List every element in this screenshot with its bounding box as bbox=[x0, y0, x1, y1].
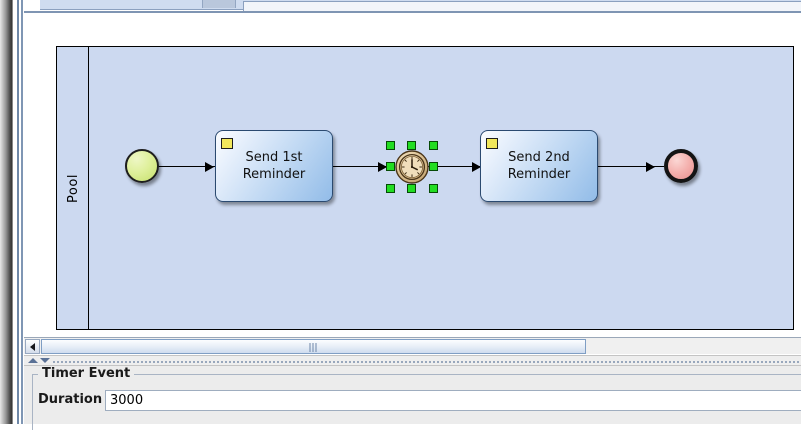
arrowhead-task1-to-timer bbox=[378, 162, 387, 172]
task-send-2nd-reminder[interactable]: Send 2nd Reminder bbox=[480, 130, 598, 202]
message-marker-icon bbox=[221, 138, 233, 149]
scrollbar-grip-icon bbox=[309, 343, 318, 352]
sequence-flow-task1-to-timer[interactable] bbox=[333, 166, 395, 167]
message-marker-icon bbox=[486, 138, 498, 149]
panel-splitter[interactable] bbox=[24, 355, 801, 366]
properties-panel: Timer Event Duration bbox=[24, 366, 801, 430]
canvas-horizontal-scrollbar[interactable] bbox=[24, 337, 801, 354]
selection-handle-se[interactable] bbox=[429, 184, 438, 193]
duration-input[interactable] bbox=[105, 390, 801, 411]
task-label: Send 2nd Reminder bbox=[507, 150, 571, 182]
window-left-border-inner bbox=[21, 0, 23, 424]
clock-icon[interactable] bbox=[395, 150, 429, 184]
arrowhead-timer-to-task2 bbox=[472, 162, 481, 172]
task-label: Send 1st Reminder bbox=[242, 150, 306, 182]
pool-header[interactable]: Pool bbox=[57, 47, 89, 329]
splitter-collapse-up-icon[interactable] bbox=[28, 358, 38, 363]
arrowhead-start-to-task1 bbox=[205, 162, 214, 172]
start-event[interactable] bbox=[125, 149, 159, 183]
end-event[interactable] bbox=[664, 149, 698, 183]
diagram-canvas-viewport[interactable]: Pool Send 1st Reminder bbox=[24, 13, 801, 336]
pool-label-wrapper: Pool bbox=[57, 47, 89, 329]
tab-band bbox=[40, 0, 801, 11]
selection-handle-nw[interactable] bbox=[386, 141, 395, 150]
task-send-1st-reminder[interactable]: Send 1st Reminder bbox=[215, 130, 333, 202]
selection-handle-sw[interactable] bbox=[386, 184, 395, 193]
splitter-grip-dots bbox=[52, 360, 799, 363]
selection-handle-n[interactable] bbox=[407, 141, 416, 150]
selection-handle-ne[interactable] bbox=[429, 141, 438, 150]
duration-label: Duration bbox=[38, 392, 103, 407]
sequence-flow-start-to-task1[interactable] bbox=[143, 166, 223, 167]
intermediate-timer-event-selected[interactable] bbox=[386, 141, 438, 193]
pool-label: Pool bbox=[65, 173, 81, 203]
window-left-shadow bbox=[0, 0, 16, 424]
scroll-left-button[interactable] bbox=[25, 339, 40, 354]
tab-active-editor[interactable] bbox=[243, 1, 801, 11]
sequence-flow-timer-to-task2[interactable] bbox=[428, 166, 490, 167]
duration-field-row: Duration bbox=[38, 390, 801, 411]
selection-handle-w[interactable] bbox=[386, 162, 395, 171]
splitter-collapse-down-icon[interactable] bbox=[40, 358, 50, 363]
selection-handle-e[interactable] bbox=[429, 162, 438, 171]
bpmn-pool[interactable]: Pool bbox=[56, 46, 794, 330]
sequence-flow-task2-to-end[interactable] bbox=[598, 166, 664, 167]
properties-group-border bbox=[32, 374, 801, 430]
scrollbar-thumb[interactable] bbox=[41, 339, 586, 354]
selection-handle-s[interactable] bbox=[407, 184, 416, 193]
window-left-border-outer bbox=[17, 0, 19, 424]
arrowhead-task2-to-end bbox=[646, 162, 655, 172]
tab-inactive[interactable] bbox=[202, 0, 236, 8]
triangle-left-icon bbox=[30, 342, 35, 351]
diagram-canvas[interactable]: Pool Send 1st Reminder bbox=[24, 11, 801, 336]
window-top-strip bbox=[0, 0, 801, 11]
properties-group-title: Timer Event bbox=[38, 366, 135, 381]
